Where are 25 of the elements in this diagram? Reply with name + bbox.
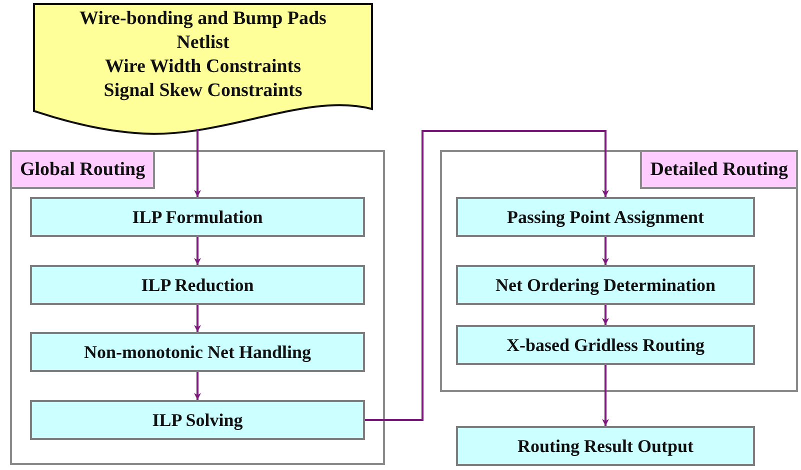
arrow [194, 372, 201, 400]
input-item: Wire-bonding and Bump Pads [80, 7, 326, 31]
process-box: ILP Reduction [30, 265, 365, 305]
group-frame [10, 150, 385, 465]
arrow [365, 130, 609, 421]
arrow [194, 305, 201, 332]
arrow [194, 129, 201, 197]
input-item: Wire Width Constraints [104, 55, 302, 79]
group-title: Global Routing [10, 150, 156, 189]
process-box: Passing Point Assignment [456, 197, 755, 237]
process-box: ILP Solving [30, 400, 365, 440]
process-box: Net Ordering Determination [456, 265, 755, 305]
group-frame [440, 150, 798, 392]
group-title: Detailed Routing [640, 150, 798, 189]
arrow [194, 237, 201, 265]
process-box: ILP Formulation [30, 197, 365, 237]
process-box: X-based Gridless Routing [456, 325, 755, 365]
process-box: Non-monotonic Net Handling [30, 332, 365, 372]
arrow [602, 365, 609, 426]
input-item: Signal Skew Constraints [104, 79, 302, 103]
document-shape [33, 3, 373, 137]
arrow [602, 305, 609, 325]
arrow [602, 237, 609, 265]
process-box: Routing Result Output [456, 426, 755, 466]
input-item: Netlist [176, 31, 230, 55]
